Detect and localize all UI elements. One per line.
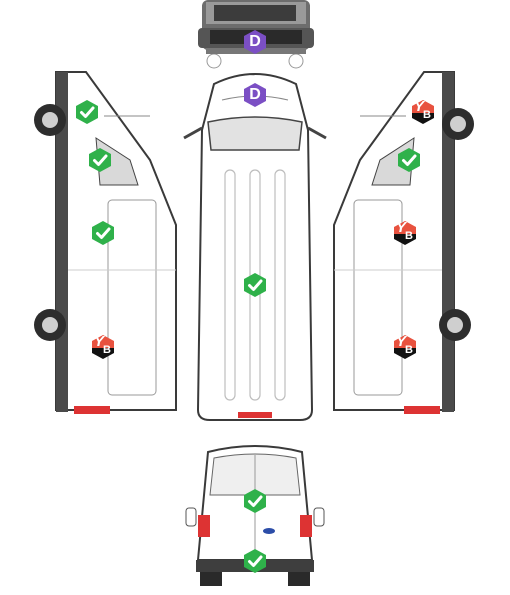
check-marker-rear-bumper[interactable] [242, 548, 268, 574]
left-side-view [34, 71, 177, 414]
yb-damage-icon [412, 100, 434, 124]
damage-marker-front-d[interactable]: D [242, 29, 268, 55]
check-marker-roof[interactable] [242, 272, 268, 298]
check-marker-right-cab[interactable] [396, 147, 422, 173]
check-marker-rear-window[interactable] [242, 488, 268, 514]
check-icon [76, 100, 98, 124]
check-marker-left-cab[interactable] [87, 147, 113, 173]
check-marker-left-front[interactable] [74, 99, 100, 125]
check-icon [244, 489, 266, 513]
yb-bottom-label: B [103, 344, 111, 356]
damage-marker-roof-d[interactable]: D [242, 82, 268, 108]
roof-view [183, 73, 327, 421]
yb-top-label: Y [396, 333, 407, 350]
damage-letter-icon [244, 83, 266, 107]
check-icon [398, 148, 420, 172]
yb-top-label: Y [94, 333, 105, 350]
damage-letter-label: D [249, 33, 261, 50]
check-icon [89, 148, 111, 172]
yb-top-label: Y [414, 98, 425, 115]
yb-bottom-label: B [405, 344, 413, 356]
check-icon [244, 549, 266, 573]
right-side-view [333, 71, 474, 414]
check-icon [244, 273, 266, 297]
yb-top-label: Y [396, 219, 407, 236]
yb-bottom-label: B [405, 230, 413, 242]
yb-bottom-label: B [423, 109, 431, 121]
damage-letter-label: D [249, 86, 261, 103]
yb-damage-icon [92, 335, 114, 359]
damage-letter-icon [244, 30, 266, 54]
yb-damage-icon [394, 221, 416, 245]
check-icon [92, 221, 114, 245]
yb-damage-icon [394, 335, 416, 359]
check-marker-left-door[interactable] [90, 220, 116, 246]
